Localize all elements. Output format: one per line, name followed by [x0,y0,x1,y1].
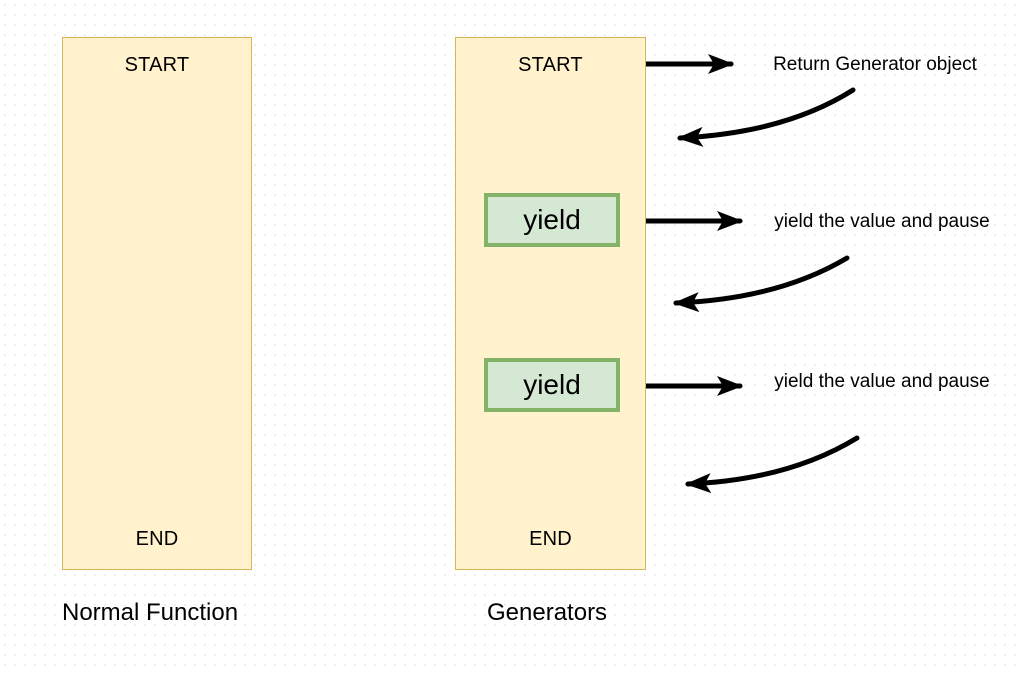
return-back-arrow [677,87,856,147]
resume1-back-arrow [673,255,850,313]
generators-box: START END [455,37,646,570]
normal-function-box: START END [62,37,252,570]
normal-end-label: END [135,528,179,550]
normal-start-label: START [124,54,190,76]
yield-pause-text-2: yield the value and pause [774,371,990,392]
generator-end-label: END [529,528,572,550]
return-generator-text: Return Generator object [773,54,977,75]
yield-label-1: yield [523,204,581,235]
normal-function-title: Normal Function [62,599,239,626]
yield-label-2: yield [523,369,581,400]
yield-pause-text-1: yield the value and pause [774,211,990,232]
generator-start-label: START [518,54,583,76]
yield-box-1: yield [484,193,620,247]
generators-title: Generators [487,599,608,626]
resume2-back-arrow [685,435,860,494]
yield-box-2: yield [484,358,620,412]
